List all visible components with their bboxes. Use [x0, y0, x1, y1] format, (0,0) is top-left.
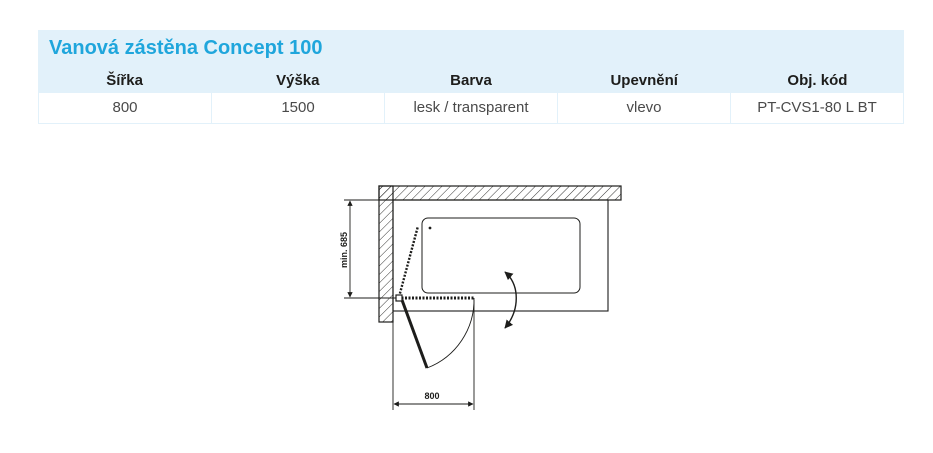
- spec-table: Vanová zástěna Concept 100 Šířka Výška B…: [38, 30, 904, 124]
- table-row: 800 1500 lesk / transparent vlevo PT-CVS…: [38, 93, 904, 124]
- dimension-height: [344, 199, 396, 299]
- dimension-width-label: 800: [424, 391, 439, 401]
- door-swing-arc: [426, 297, 475, 369]
- header-color: Barva: [450, 71, 492, 89]
- wall-hatching: [378, 185, 622, 323]
- cell-color: lesk / transparent: [384, 93, 557, 123]
- cell-order-code: PT-CVS1-80 L BT: [730, 93, 904, 123]
- header-order-code: Obj. kód: [787, 71, 848, 89]
- header-height: Výška: [276, 71, 320, 89]
- header-width: Šířka: [106, 71, 143, 89]
- cell-height: 1500: [211, 93, 384, 123]
- cell-width: 800: [38, 93, 211, 123]
- rotation-arrow-icon: [504, 271, 517, 329]
- cell-mounting: vlevo: [557, 93, 730, 123]
- dimension-height-label: min. 685: [339, 232, 349, 268]
- dimension-width: [392, 300, 475, 410]
- spec-table-header: Vanová zástěna Concept 100 Šířka Výška B…: [38, 30, 904, 93]
- header-row: Šířka Výška Barva Upevnění Obj. kód: [38, 67, 904, 93]
- bathtub-outline: [392, 199, 609, 312]
- header-mounting: Upevnění: [610, 71, 678, 89]
- shower-screen: [395, 225, 474, 369]
- product-title: Vanová zástěna Concept 100: [49, 37, 323, 59]
